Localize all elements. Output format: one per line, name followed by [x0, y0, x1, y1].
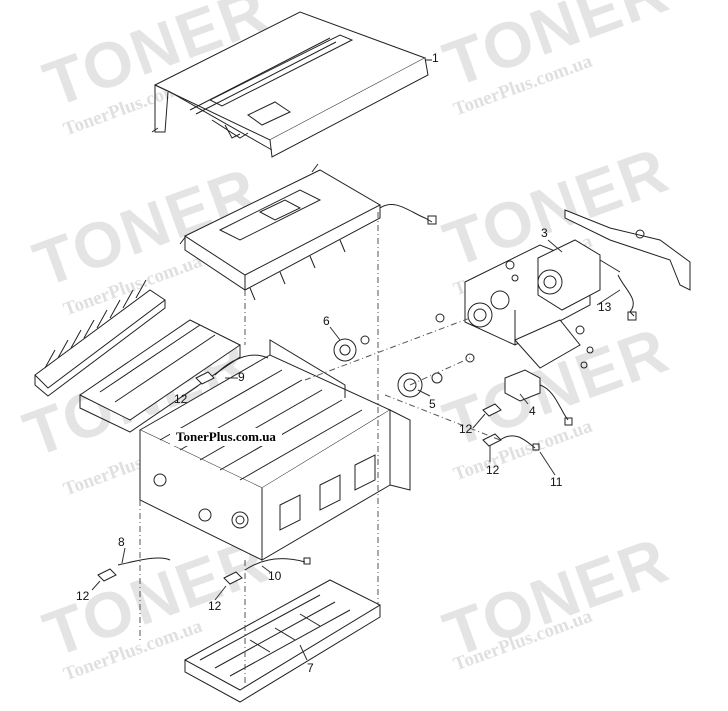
callout-13: 13	[598, 300, 612, 314]
callout-1: 1	[432, 51, 439, 65]
top-cover-part	[151, 11, 429, 158]
cable-part	[117, 354, 540, 571]
upper-guide-part	[179, 163, 437, 301]
main-chassis-part	[138, 339, 411, 561]
assembly-guide-lines	[139, 212, 501, 690]
callout-10: 10	[268, 569, 282, 583]
callout-9: 9	[238, 370, 245, 384]
lower-guide-part	[183, 579, 382, 703]
callout-6: 6	[323, 314, 330, 328]
callout-8: 8	[118, 535, 125, 549]
exit-guide-part	[34, 279, 166, 397]
callout-11: 11	[550, 475, 563, 489]
callout-12: 12	[174, 392, 188, 406]
callout-12: 12	[76, 589, 90, 603]
callout-7: 7	[307, 661, 314, 675]
callout-12: 12	[208, 599, 222, 613]
callout-12: 12	[486, 463, 500, 477]
callout-5: 5	[429, 397, 436, 411]
site-label: TonerPlus.com.ua	[170, 428, 282, 446]
callout-12: 12	[459, 422, 473, 436]
exit-frame-part	[79, 319, 241, 433]
drive-unit-part	[435, 209, 691, 369]
solenoid-part	[504, 369, 573, 426]
callout-leaders	[91, 239, 621, 661]
gear-part	[333, 335, 443, 398]
callout-4: 4	[529, 404, 536, 418]
callout-3: 3	[541, 226, 548, 240]
